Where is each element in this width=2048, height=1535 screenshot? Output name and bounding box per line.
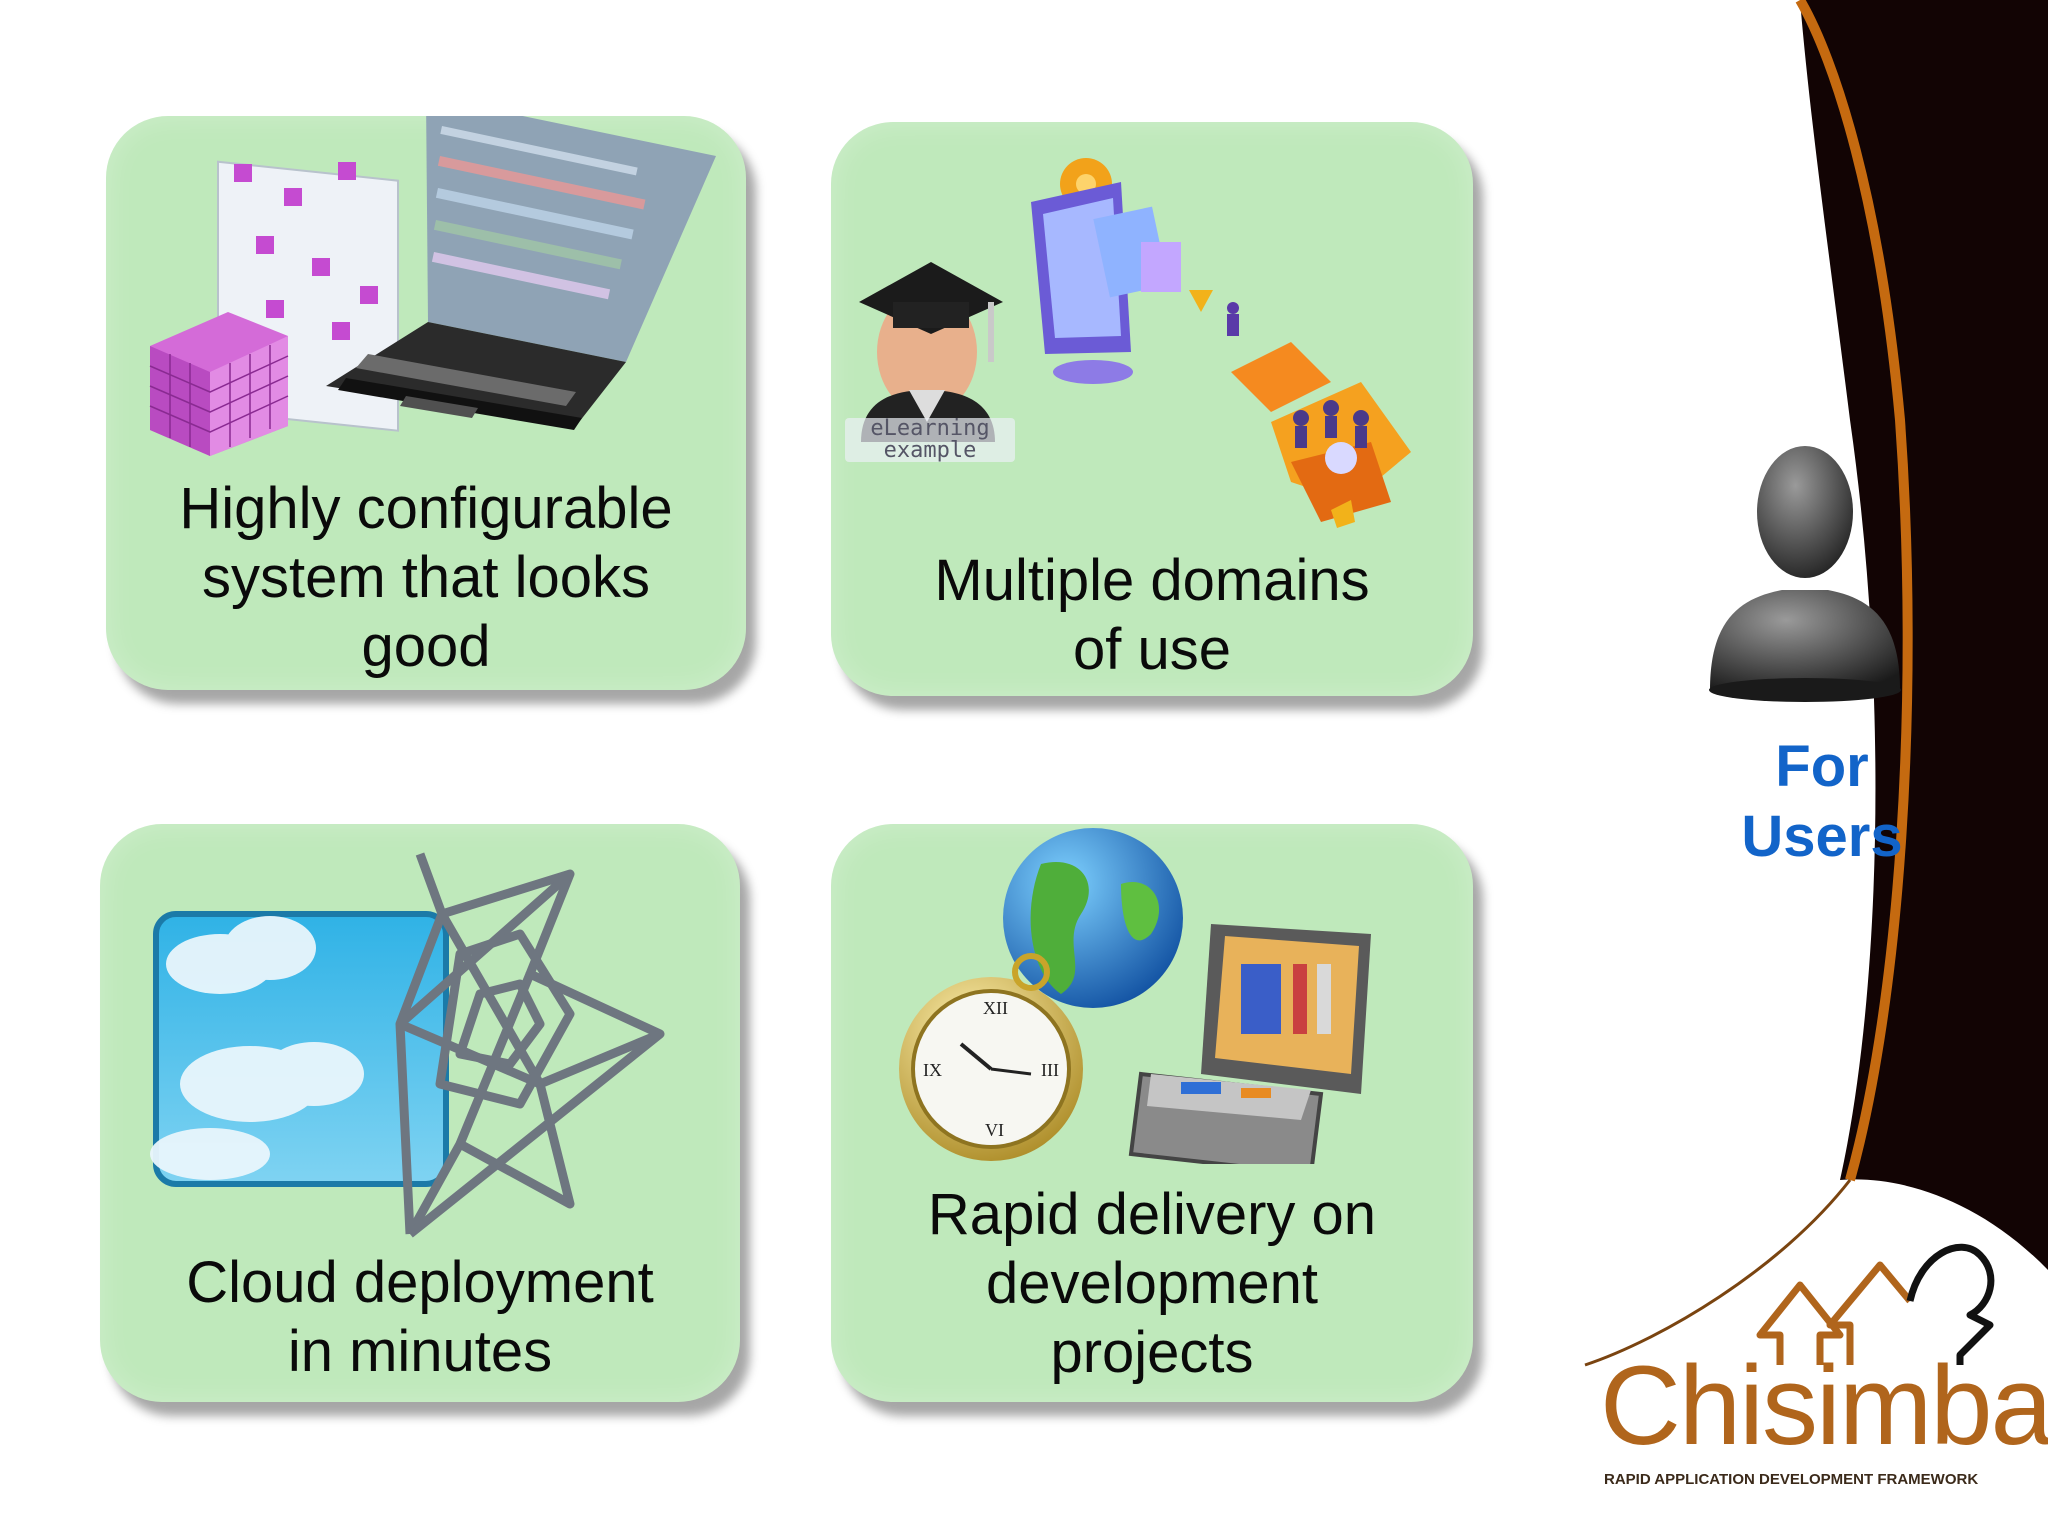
- graduate-business-illustration: [859, 158, 1411, 528]
- feature-card-cloud: Cloud deployment in minutes: [100, 824, 740, 1402]
- card-label: Rapid delivery on development projects: [927, 1182, 1377, 1385]
- feature-card-rapid-delivery: XII III VI IX Rapid delivery on development…: [831, 824, 1473, 1402]
- laptop-cubes-illustration: [149, 116, 716, 456]
- globe-watch-toolbox-illustration: XII III VI IX: [899, 828, 1371, 1164]
- feature-card-domains: eLearning example Multiple domains of us…: [831, 122, 1473, 696]
- logo-tagline: RAPID APPLICATION DEVELOPMENT FRAMEWORK: [1604, 1471, 1979, 1488]
- card-label: Multiple domains of use: [934, 548, 1370, 682]
- card-label: Cloud deployment in minutes: [186, 1250, 654, 1384]
- svg-text:III: III: [1041, 1060, 1059, 1080]
- chisimba-logo-icon: [1756, 1243, 1995, 1365]
- cloud-web-illustration: [150, 852, 665, 1238]
- svg-text:IX: IX: [923, 1060, 942, 1080]
- feature-card-configurable: Highly configurable system that looks go…: [106, 116, 746, 690]
- svg-text:VI: VI: [985, 1120, 1004, 1140]
- svg-text:XII: XII: [983, 998, 1008, 1018]
- image-caption: eLearning example: [845, 418, 1015, 462]
- side-heading: For Users: [1741, 734, 1903, 869]
- user-silhouette-icon: [1709, 446, 1901, 702]
- logo-wordmark: Chisimba: [1600, 1343, 2048, 1468]
- card-label: Highly configurable system that looks go…: [179, 476, 673, 679]
